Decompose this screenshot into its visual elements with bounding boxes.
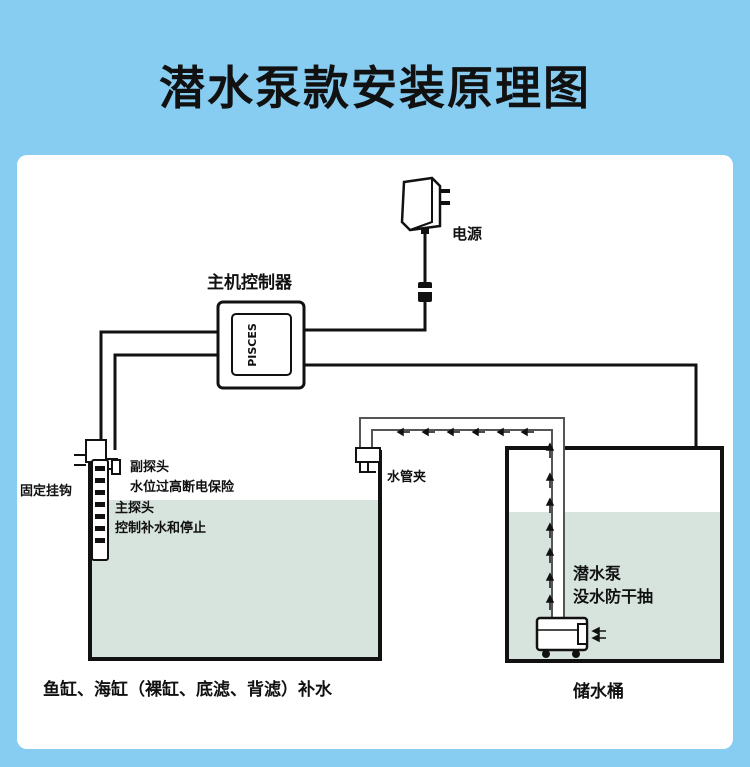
tank-outline xyxy=(88,450,382,661)
wire-power-lower xyxy=(302,302,427,332)
wire-sub-probe xyxy=(113,353,218,450)
probe-assembly xyxy=(74,439,121,561)
hook-bracket xyxy=(85,439,107,463)
fish-tank xyxy=(88,450,382,661)
main-probe-label: 主探头 xyxy=(115,501,155,516)
tank-water xyxy=(90,500,378,657)
power-adapter-icon xyxy=(400,176,450,234)
page-title: 潜水泵款安装原理图 xyxy=(159,61,591,115)
pipe-clip-label: 水管夹 xyxy=(387,470,427,485)
tank-label: 鱼缸、海缸（裸缸、底滤、背滤）补水 xyxy=(43,680,332,700)
bucket-label: 储水桶 xyxy=(573,682,624,702)
wires xyxy=(99,232,698,450)
controller-brand: PISCES xyxy=(246,323,259,367)
controller-box: PISCES xyxy=(216,300,306,390)
diagram-panel: PISCES xyxy=(17,155,733,749)
cord-connector xyxy=(416,282,434,302)
pump-intake-arrows xyxy=(591,626,606,643)
bucket-outline xyxy=(505,446,724,663)
wire-main-probe xyxy=(99,330,218,448)
submersible-pump xyxy=(535,616,606,658)
installation-diagram: PISCES xyxy=(74,176,724,663)
main-probe-desc: 控制补水和停止 xyxy=(115,521,207,536)
water-pipe xyxy=(359,417,565,620)
hook-label: 固定挂钩 xyxy=(20,484,73,499)
sub-probe-desc: 水位过高断电保险 xyxy=(130,480,235,495)
sub-probe-tip xyxy=(111,459,121,475)
controller-label: 主机控制器 xyxy=(207,273,292,293)
pipe-clip xyxy=(355,447,381,473)
flow-arrows-horizontal xyxy=(396,427,534,437)
power-label: 电源 xyxy=(452,225,483,243)
main-probe-body xyxy=(91,459,109,561)
sub-probe-label: 副探头 xyxy=(130,460,170,475)
flow-arrows-vertical xyxy=(545,442,555,610)
pump-desc: 没水防干抽 xyxy=(573,587,654,606)
pump-label: 潜水泵 xyxy=(573,564,622,583)
wire-pump xyxy=(300,363,698,450)
